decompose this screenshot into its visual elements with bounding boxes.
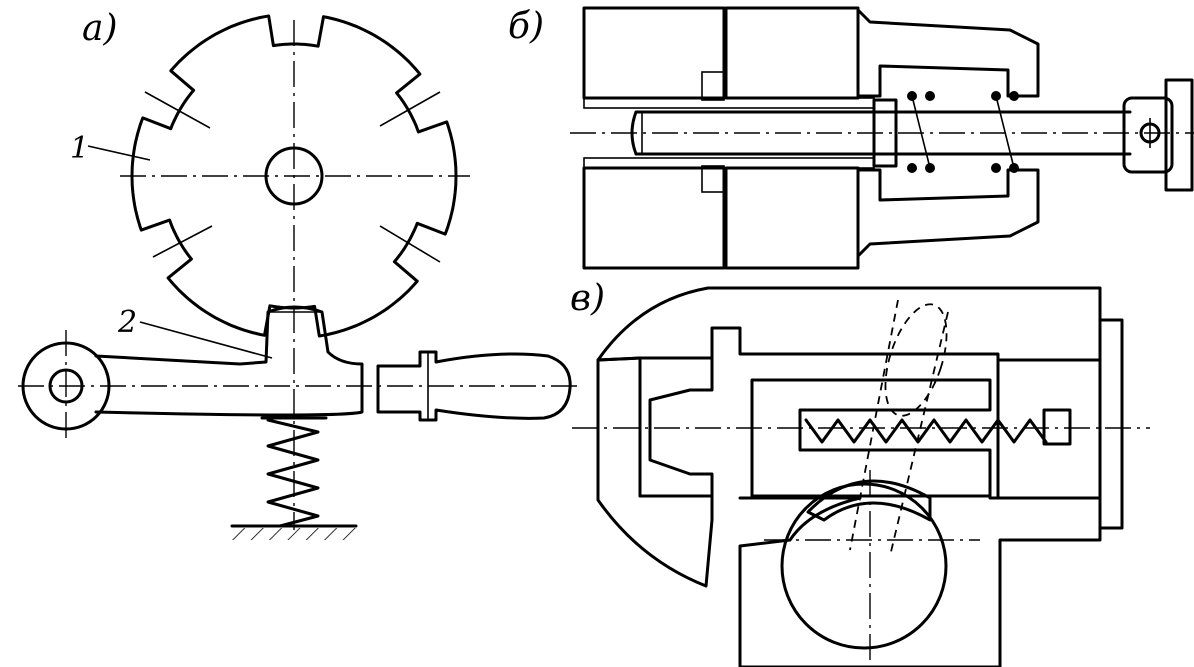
- knob-body: [1122, 96, 1174, 174]
- lever-arm: [94, 305, 364, 417]
- alternate-position-dash-2: [889, 311, 949, 557]
- detent-spring-c: [804, 418, 1048, 444]
- body-lower: [738, 496, 1102, 667]
- plunger-spring: [907, 91, 1019, 173]
- panel-a-label: а): [82, 8, 118, 49]
- callout-1-leader: [87, 145, 151, 161]
- disc-notch-ticks: [144, 91, 441, 263]
- spring-stop: [1042, 408, 1072, 446]
- end-cap: [1098, 318, 1124, 530]
- body-left: [596, 356, 714, 588]
- shaft-section: [780, 482, 948, 650]
- panel-c: в): [570, 278, 1150, 667]
- panel-b-label: б): [508, 6, 544, 47]
- plunger-body: [750, 378, 992, 498]
- spring-housing-lower: [856, 168, 1040, 258]
- alternate-position-dashed: [884, 303, 948, 417]
- callout-1: 1: [70, 131, 89, 166]
- bushing-flange-top: [701, 71, 725, 101]
- detent-hook: [806, 479, 932, 522]
- detent-spring: [266, 418, 320, 528]
- housing-left-upper: [582, 6, 726, 100]
- callout-2: 2: [117, 305, 137, 340]
- handle-knob: [376, 350, 572, 422]
- alternate-position-dash-1: [849, 299, 899, 551]
- ground-hatch: [232, 528, 356, 540]
- collet: [638, 356, 714, 498]
- housing-left-lower: [582, 166, 726, 270]
- spring-housing: [856, 8, 1040, 98]
- panel-a: а) 1 2: [18, 8, 580, 540]
- panel-b: б): [508, 6, 1194, 270]
- callout-2-leader: [139, 321, 273, 359]
- housing-middle-upper: [724, 6, 860, 100]
- bushing-flange-bottom: [701, 165, 725, 193]
- housing-middle-lower: [724, 166, 860, 270]
- panel-c-label: в): [570, 278, 605, 319]
- knob-knurl: [1164, 78, 1194, 192]
- body-upper: [596, 286, 1102, 362]
